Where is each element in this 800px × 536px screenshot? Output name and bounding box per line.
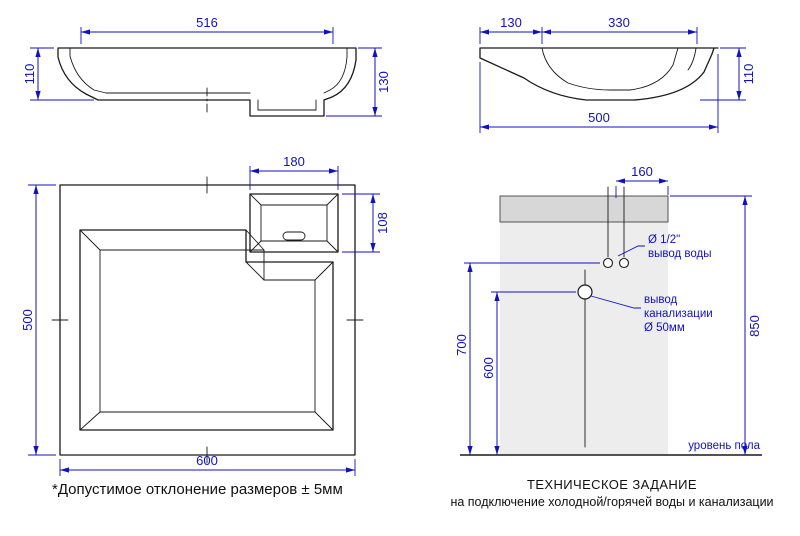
install-dim-offset: 160	[631, 164, 653, 179]
plan-dim-width: 600	[196, 453, 218, 468]
side-sink-inner-lines	[541, 47, 697, 91]
plan-center-marks	[51, 176, 364, 464]
plan-dim-faucet-depth: 108	[375, 212, 390, 234]
front-sink-inner-lines	[69, 47, 348, 111]
notes-and-title: *Допустимое отклонение размеров ± 5мм ТЕ…	[52, 477, 774, 509]
front-dim-top-width: 516	[196, 15, 218, 30]
install-dim-drain-height: 600	[481, 357, 496, 379]
front-extension-lines	[30, 27, 382, 117]
install-drain-label-line1: вывод	[644, 294, 677, 306]
side-dim-height: 110	[741, 64, 756, 85]
side-dim-deck: 130	[500, 15, 522, 30]
plan-basin-inner-rim	[99, 249, 316, 413]
front-dim-right-height: 130	[376, 71, 391, 93]
install-wall-panel	[500, 222, 668, 455]
tolerance-note: *Допустимое отклонение размеров ± 5мм	[52, 481, 343, 498]
install-water-outlet-left	[602, 257, 614, 269]
install-dim-overall-height: 850	[747, 315, 762, 337]
installation-view: 160 700 600 850 Ø 1/2" вывод воды вывод …	[454, 164, 762, 456]
plan-dim-depth: 500	[20, 309, 35, 331]
title-line2: на подключение холодной/горячей воды и к…	[450, 495, 773, 509]
install-floor-level-label: уровень пола	[688, 440, 760, 452]
install-drain-label-line2: канализации	[644, 308, 713, 320]
install-water-outlet-right	[618, 257, 630, 269]
side-extension-lines	[479, 27, 746, 133]
install-water-label-line1: Ø 1/2"	[648, 234, 680, 246]
plan-dim-faucet-width: 180	[283, 154, 305, 169]
plan-faucet-box-diagonals	[249, 193, 339, 253]
plan-view: 180 108 500 600	[20, 154, 390, 476]
install-extension-lines	[464, 186, 752, 293]
install-dim-water-height: 700	[454, 334, 469, 356]
title-line1: ТЕХНИЧЕСКОЕ ЗАДАНИЕ	[527, 477, 697, 492]
side-section-view: 130 330 110 500	[479, 15, 756, 133]
install-water-pipe-lines	[607, 186, 625, 258]
plan-faucet-box-outer	[249, 193, 339, 253]
front-section-view: 516 110 130	[22, 15, 391, 117]
plan-outer-rect	[59, 184, 356, 456]
install-drain-outlet	[577, 284, 593, 300]
plan-basin-outer-rim	[79, 229, 334, 431]
front-dim-left-height: 110	[22, 64, 37, 85]
install-drain-label-line3: Ø 50мм	[644, 322, 685, 334]
plan-overflow-slot	[282, 231, 306, 241]
plan-basin-bevel-lines	[79, 229, 334, 431]
side-sink-outline	[479, 47, 719, 101]
install-water-label-line2: вывод воды	[648, 248, 712, 260]
install-sink-silhouette	[499, 195, 669, 223]
side-dim-bowl: 330	[608, 15, 630, 30]
front-sink-outline	[57, 47, 357, 117]
plan-faucet-box-inner	[260, 204, 328, 242]
install-leader-lines	[590, 245, 645, 309]
side-dim-total-width: 500	[588, 110, 610, 125]
